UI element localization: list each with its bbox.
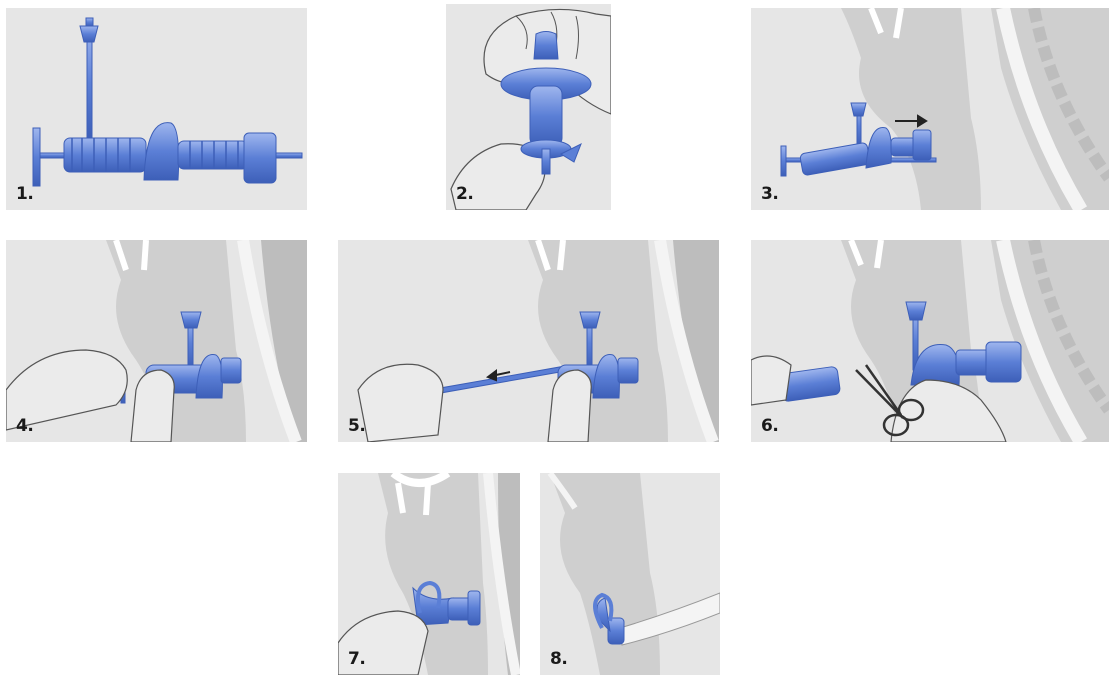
prosthesis-device-illustration — [6, 8, 307, 210]
cutting-device-illustration — [751, 240, 1109, 442]
device-approaching-throat-illustration — [751, 8, 1109, 210]
step-4-panel: 4. — [6, 240, 307, 442]
step-number: 6. — [761, 416, 778, 436]
step-5-panel: 5. — [338, 240, 719, 442]
step-number: 4. — [16, 416, 33, 436]
inserting-device-illustration — [6, 240, 307, 442]
step-1-panel: 1. — [6, 8, 307, 210]
withdrawing-inserter-illustration — [338, 240, 719, 442]
step-number: 5. — [348, 416, 365, 436]
step-6-panel: 6. — [751, 240, 1109, 442]
step-number: 8. — [550, 649, 567, 669]
prosthesis-in-place-illustration — [540, 473, 720, 675]
removing-safety-strap-illustration — [338, 473, 520, 675]
step-number: 3. — [761, 184, 778, 204]
step-3-panel: 3. — [751, 8, 1109, 210]
step-number: 2. — [456, 184, 473, 204]
step-7-panel: 7. — [338, 473, 520, 675]
step-number: 1. — [16, 184, 33, 204]
step-8-panel: 8. — [540, 473, 720, 675]
step-2-panel: 2. — [446, 4, 611, 210]
hands-holding-device-illustration — [446, 4, 611, 210]
step-number: 7. — [348, 649, 365, 669]
